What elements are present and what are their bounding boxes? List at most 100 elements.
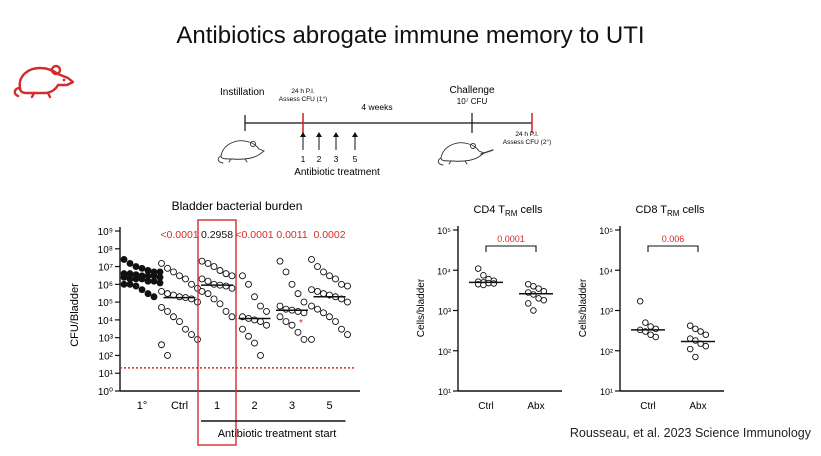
data-point	[228, 272, 236, 280]
data-point	[294, 290, 302, 298]
data-point	[686, 322, 694, 329]
data-point	[257, 302, 264, 310]
data-point	[692, 337, 699, 344]
dose-label: 1	[301, 154, 306, 164]
data-point	[692, 325, 699, 333]
data-point	[652, 325, 660, 333]
data-point	[320, 290, 327, 298]
data-point	[204, 277, 212, 285]
data-point	[326, 313, 333, 321]
data-point	[210, 280, 218, 288]
bladder-burden-chart: Bladder bacterial burden CFU/Bladder Ant…	[69, 199, 360, 446]
data-point	[697, 328, 704, 335]
x-tick-label: Ctrl	[640, 401, 656, 412]
p-value-label: 0.006	[662, 234, 685, 244]
data-point	[642, 319, 649, 326]
x-tick-label: Ctrl	[478, 401, 494, 412]
y-tick-label: 10⁵	[599, 226, 613, 236]
y-tick-label: 10⁴	[98, 316, 113, 327]
data-point	[474, 265, 482, 272]
data-point	[338, 280, 345, 288]
data-point	[216, 300, 224, 308]
data-point	[314, 305, 321, 313]
data-point	[344, 331, 351, 338]
data-point	[263, 321, 270, 329]
data-point	[320, 309, 327, 317]
data-point	[144, 290, 152, 298]
data-point	[288, 321, 296, 329]
y-tick-label: 10⁷	[98, 263, 113, 274]
instillation-label: Instillation	[220, 87, 264, 98]
asterisk-mark: *	[299, 318, 303, 329]
y-tick-label: 10⁵	[98, 298, 113, 309]
slide-title: Antibiotics abrogate immune memory to UT…	[176, 22, 645, 49]
data-point	[535, 285, 542, 292]
data-point	[308, 335, 315, 343]
data-point	[490, 280, 498, 287]
data-point	[257, 318, 264, 326]
second-assess-label-2: Assess CFU (2°)	[503, 138, 551, 146]
data-point	[120, 256, 128, 263]
data-point	[276, 257, 284, 265]
mouse-drawing-icon	[217, 140, 265, 164]
data-point	[210, 295, 218, 303]
dose-arrows	[300, 132, 358, 150]
data-point	[702, 342, 710, 350]
data-point	[251, 293, 258, 301]
dose-label: 3	[334, 154, 339, 164]
second-assess-label-1: 24 h P.I.	[515, 131, 539, 138]
data-point	[176, 272, 183, 280]
p-value-label: <0.0001	[235, 229, 273, 241]
x-tick-label: 1	[214, 400, 220, 412]
data-point	[282, 268, 290, 276]
data-point	[182, 325, 189, 333]
data-point	[344, 282, 351, 290]
data-point	[126, 280, 134, 288]
data-point	[300, 335, 308, 343]
data-point	[164, 351, 171, 359]
data-point	[524, 300, 532, 307]
y-tick-label: 10³	[600, 307, 613, 317]
data-point	[170, 313, 177, 321]
data-point	[636, 297, 644, 305]
data-point	[222, 270, 230, 278]
data-point	[176, 293, 183, 301]
y-axis-label: Cells/bladder	[578, 278, 589, 337]
data-point	[245, 280, 252, 288]
data-point	[150, 277, 158, 285]
data-point	[320, 268, 327, 276]
data-point	[138, 286, 146, 294]
data-point	[228, 313, 236, 321]
data-point	[132, 275, 140, 283]
data-point	[164, 264, 171, 272]
experiment-timeline: Instillation 24 h P.I. Assess CFU (1°) 4…	[217, 85, 551, 178]
chart-title: Bladder bacterial burden	[172, 199, 303, 213]
data-point	[132, 263, 140, 271]
y-tick-label: 10²	[600, 347, 613, 357]
data-point	[540, 296, 548, 304]
data-point	[647, 323, 654, 330]
x-tick-label: Abx	[689, 401, 706, 412]
y-tick-label: 10¹	[99, 369, 114, 380]
data-point	[480, 272, 487, 279]
data-point	[158, 341, 165, 349]
data-point	[652, 333, 660, 341]
data-point	[228, 284, 236, 292]
data-point	[276, 302, 284, 310]
data-point	[120, 280, 128, 288]
challenge-label-1: Challenge	[449, 85, 494, 96]
x-tick-label: Ctrl	[171, 400, 188, 412]
data-point	[132, 282, 140, 290]
data-point	[158, 259, 165, 267]
treatment-label: Antibiotic treatment	[294, 167, 380, 178]
data-point	[198, 257, 206, 265]
y-axis-label: Cells/bladder	[416, 278, 427, 337]
data-point	[239, 272, 246, 280]
data-point	[182, 275, 189, 283]
data-point	[257, 351, 264, 359]
x-tick-label: Abx	[527, 401, 544, 412]
data-point	[188, 280, 195, 288]
data-point	[326, 272, 333, 280]
data-point	[702, 331, 710, 338]
y-tick-label: 10²	[99, 351, 114, 362]
